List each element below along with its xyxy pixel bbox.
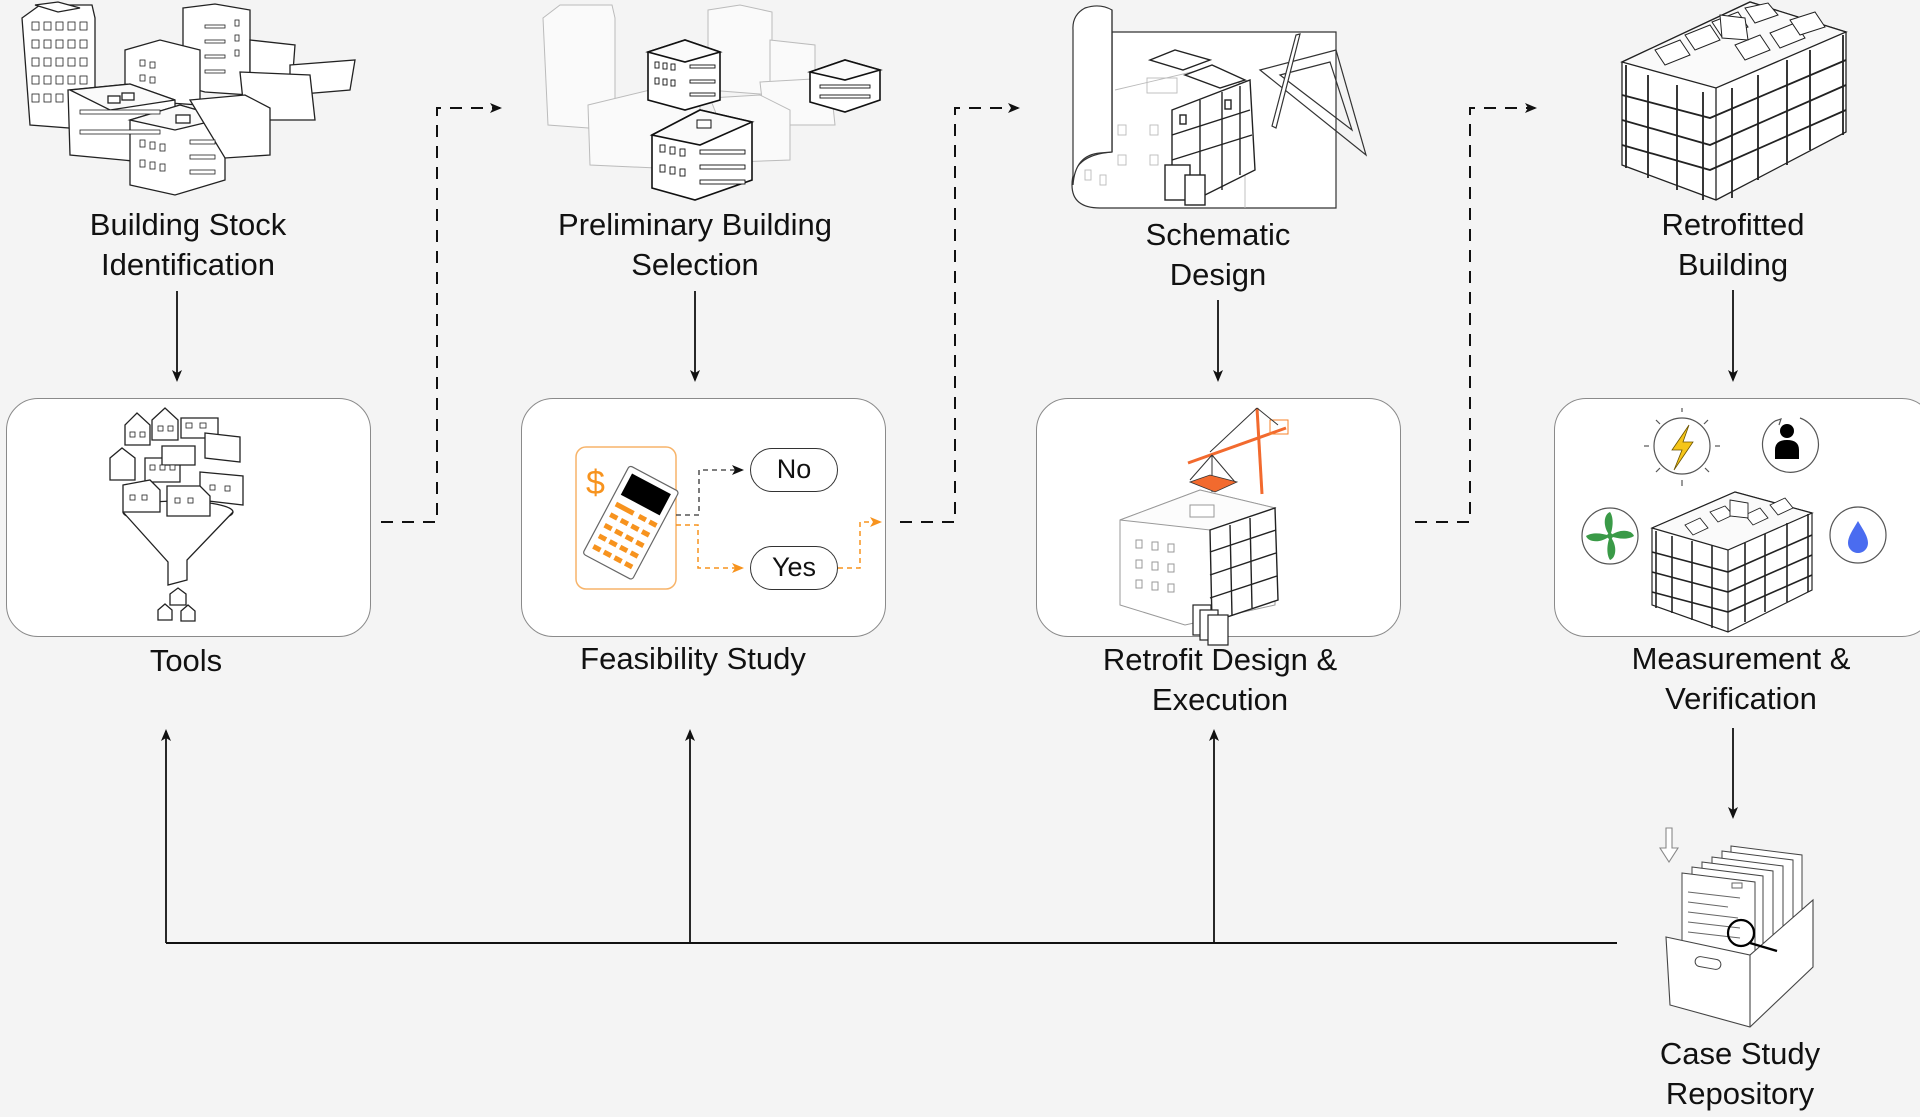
dashed-retrofit-to-retrofitted: [1415, 103, 1537, 523]
step-preliminary-label: Preliminary Building Selection: [558, 205, 832, 285]
occupant-icon: [1761, 417, 1820, 473]
label-line: Verification: [1665, 681, 1817, 716]
water-drop-icon: [1829, 506, 1887, 564]
label-line: Case Study: [1659, 1036, 1821, 1071]
step-schematic-label: Schematic Design: [1146, 215, 1291, 295]
label-line: Repository: [1665, 1076, 1815, 1111]
measured-building-icon: [1650, 491, 1814, 633]
label-line: Identification: [100, 247, 276, 282]
funnel-houses-icon: [109, 407, 244, 622]
dollar-sign: $: [586, 464, 605, 502]
selected-buildings-icon: [542, 4, 883, 201]
step-building-stock-label: Building Stock Identification: [90, 205, 286, 285]
dashed-to-no: [676, 465, 744, 516]
label-line: Schematic: [1145, 217, 1291, 252]
label-line: Retrofit Design &: [1102, 642, 1338, 677]
dashed-feasibility-to-schematic: [900, 103, 1020, 523]
step-retrofit-design-label: Retrofit Design & Execution: [1103, 640, 1337, 720]
blueprint-scroll-icon: [1071, 5, 1368, 209]
lifted-panel: [1188, 474, 1239, 493]
label-line: Building Stock: [89, 207, 287, 242]
dashed-to-yes: [676, 524, 744, 573]
retrofitted-building-icon: [1620, 1, 1848, 201]
dashed-yes-onward: [838, 517, 882, 569]
step-feasibility-label: Feasibility Study: [580, 639, 806, 679]
label-line: Measurement &: [1631, 641, 1851, 676]
city-buildings-icon: [21, 1, 356, 196]
label-line: Retrofitted: [1661, 207, 1805, 242]
file-box-search-icon: [1658, 827, 1814, 1028]
label-line: Selection: [631, 247, 759, 282]
label-line: Preliminary Building: [558, 207, 832, 242]
calculator-icon: [575, 446, 679, 590]
ventilation-fan-icon: [1581, 507, 1639, 565]
label-line: Building: [1677, 247, 1789, 282]
label-line: Feasibility Study: [580, 641, 806, 676]
step-measurement-label: Measurement & Verification: [1632, 639, 1851, 719]
crane-building-icon: [1119, 407, 1289, 646]
dashed-tools-to-preliminary: [381, 103, 502, 523]
decision-no: No: [750, 448, 838, 492]
step-repository-label: Case Study Repository: [1660, 1034, 1820, 1114]
label-line: Execution: [1151, 682, 1289, 717]
label-line: Tools: [149, 643, 223, 678]
energy-icon: [1644, 408, 1720, 486]
step-retrofitted-label: Retrofitted Building: [1661, 205, 1804, 285]
label-line: Design: [1169, 257, 1267, 292]
decision-yes: Yes: [750, 546, 838, 590]
step-tools-label: Tools: [150, 641, 222, 681]
